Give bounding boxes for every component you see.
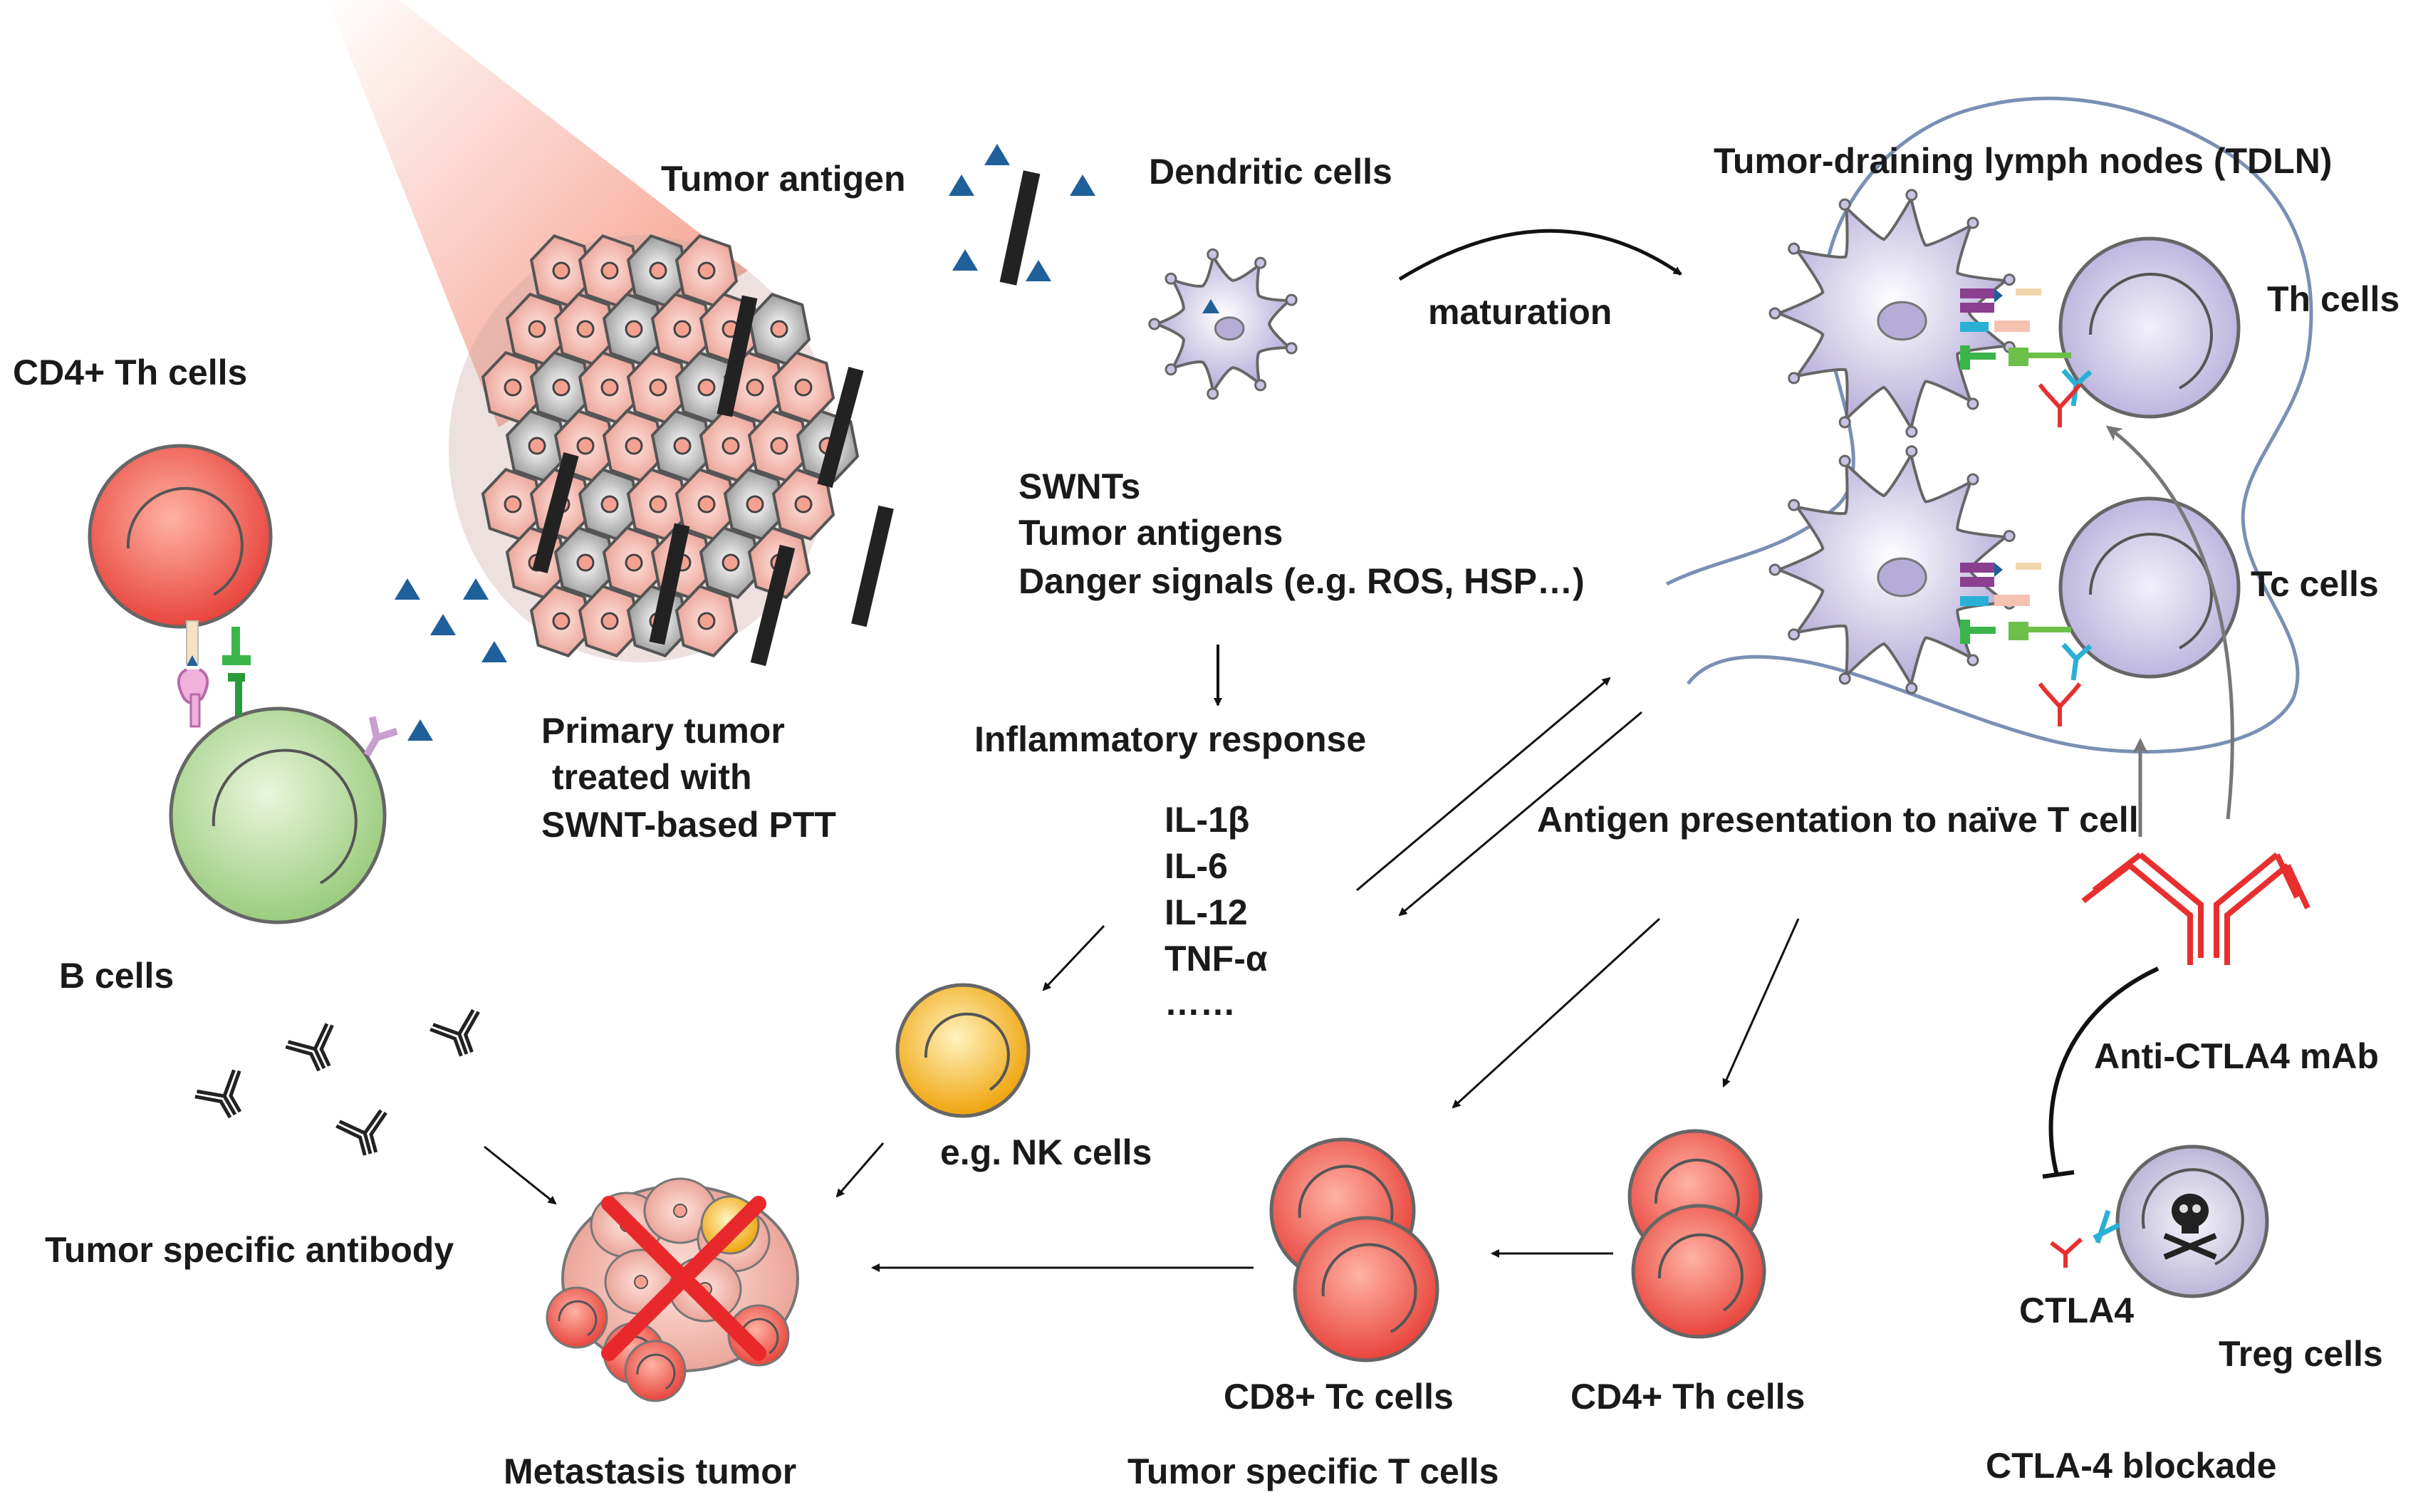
swnt-rod-icon — [999, 170, 1041, 286]
antigen-cluster-left — [395, 578, 507, 662]
tdln-to-cytokine-arrow — [1398, 711, 1642, 917]
label-primary-tumor-1: Primary tumor — [541, 711, 785, 751]
triangle-antigen-icon — [1070, 174, 1095, 196]
triangle-antigen-icon — [463, 578, 489, 600]
label-cd4-th-cells-bottom: CD4+ Th cells — [1570, 1377, 1805, 1417]
triangle-antigen-icon — [395, 578, 420, 600]
cytokine-to-tdln-arrow — [1356, 677, 1611, 892]
tc-cell — [2058, 496, 2241, 679]
synapse-receptors-tc — [1960, 563, 2093, 681]
label-tumor-antigen: Tumor antigen — [661, 159, 906, 199]
dendritic-cell-th-synapse — [1768, 189, 2016, 438]
label-danger-signals: Danger signals (e.g. ROS, HSP…) — [1018, 561, 1585, 601]
nk-cell-nucleus — [924, 1012, 1010, 1091]
synapse-receptors-th — [1960, 288, 2093, 407]
triangle-antigen-icon — [481, 641, 507, 662]
dendritic-cell — [1148, 248, 1298, 400]
cytokine-to-nk-arrow — [1042, 924, 1105, 991]
triangle-antigen-icon — [984, 144, 1010, 165]
label-tnfa: TNF-α — [1165, 939, 1268, 979]
antibody-to-metastasis-arrow — [484, 1145, 557, 1205]
inhibition-arc — [2048, 966, 2160, 1176]
tdln-to-cd8-arrow — [1452, 917, 1661, 1109]
lymph-node-outline — [1665, 96, 2313, 754]
b-cell-nucleus — [212, 749, 358, 885]
label-il1b: IL-1β — [1165, 800, 1249, 840]
label-swnts: SWNTs — [1018, 466, 1140, 506]
treg-cell-nucleus — [2141, 1168, 2244, 1266]
label-b-cells: B cells — [59, 956, 174, 996]
label-il12: IL-12 — [1165, 892, 1248, 932]
label-primary-tumor-3: SWNT-based PTT — [541, 805, 836, 845]
cross-icon — [601, 1196, 766, 1361]
antigen-cluster-top — [949, 144, 1095, 286]
tdln-to-cd4-arrow — [1722, 918, 1800, 1088]
label-ctla4: CTLA4 — [2019, 1291, 2134, 1330]
label-ellipsis: …… — [1165, 983, 1236, 1023]
dendritic-cell-tc-synapse — [1768, 445, 2016, 694]
label-inflammatory-response: Inflammatory response — [974, 719, 1366, 759]
label-tumor-antigens: Tumor antigens — [1018, 513, 1283, 553]
primary-tumor — [449, 234, 894, 667]
label-th-cells: Th cells — [2267, 279, 2400, 319]
label-cd8-tc-cells: CD8+ Tc cells — [1224, 1377, 1454, 1417]
ctla4-receptor — [2050, 1209, 2120, 1268]
tumor-specific-antibodies — [194, 1008, 480, 1156]
b-cell-receptor-antibody-icon — [363, 716, 398, 757]
label-metastasis-tumor: Metastasis tumor — [504, 1451, 796, 1491]
maturation-arrow — [1398, 229, 1682, 281]
th-b-synapse — [177, 620, 251, 728]
anti-ctla4-antibody-icon — [2081, 852, 2310, 965]
triangle-antigen-icon — [407, 719, 433, 741]
label-cd4-th-cells-top: CD4+ Th cells — [13, 353, 247, 392]
label-primary-tumor-2: treated with — [552, 757, 752, 797]
label-tumor-specific-antibody: Tumor specific antibody — [45, 1230, 454, 1270]
label-tumor-specific-t-cells: Tumor specific T cells — [1127, 1451, 1499, 1491]
triangle-antigen-icon — [949, 174, 974, 196]
b-cell — [169, 707, 387, 924]
triangle-antigen-icon — [952, 249, 978, 271]
nk-to-metastasis-arrow — [835, 1142, 885, 1198]
label-nk-cells: e.g. NK cells — [940, 1132, 1152, 1172]
inhibition-bar — [2042, 1170, 2075, 1179]
label-treg-cells: Treg cells — [2219, 1334, 2383, 1374]
label-anti-ctla4: Anti-CTLA4 mAb — [2094, 1036, 2379, 1076]
label-il6: IL-6 — [1165, 846, 1228, 886]
antibody-icon — [2038, 682, 2082, 726]
tc-cell-nucleus — [2089, 533, 2213, 650]
cd4-th-cell-left-nucleus — [126, 486, 244, 596]
label-antigen-presentation: Antigen presentation to naïve T cell — [1537, 800, 2139, 840]
label-ctla4-blockade: CTLA-4 blockade — [1986, 1446, 2276, 1486]
anti-ctla4-to-th-arrow — [2105, 425, 2234, 820]
label-dendritic-cells: Dendritic cells — [1149, 152, 1392, 192]
triangle-antigen-icon — [1026, 260, 1051, 281]
th-cell — [2058, 236, 2241, 419]
label-tc-cells: Tc cells — [2251, 564, 2379, 604]
label-tdln: Tumor-draining lymph nodes (TDLN) — [1714, 141, 2332, 181]
triangle-antigen-icon — [430, 614, 456, 635]
cd4-th-cell-left — [88, 444, 273, 629]
antibody-icon — [2038, 383, 2082, 427]
label-maturation: maturation — [1428, 292, 1612, 332]
th-cell-nucleus — [2089, 273, 2213, 390]
skull-icon — [2163, 1194, 2217, 1260]
cd8-tc-cells — [1269, 1137, 1439, 1362]
cd4-th-cells-bottom — [1627, 1129, 1766, 1339]
